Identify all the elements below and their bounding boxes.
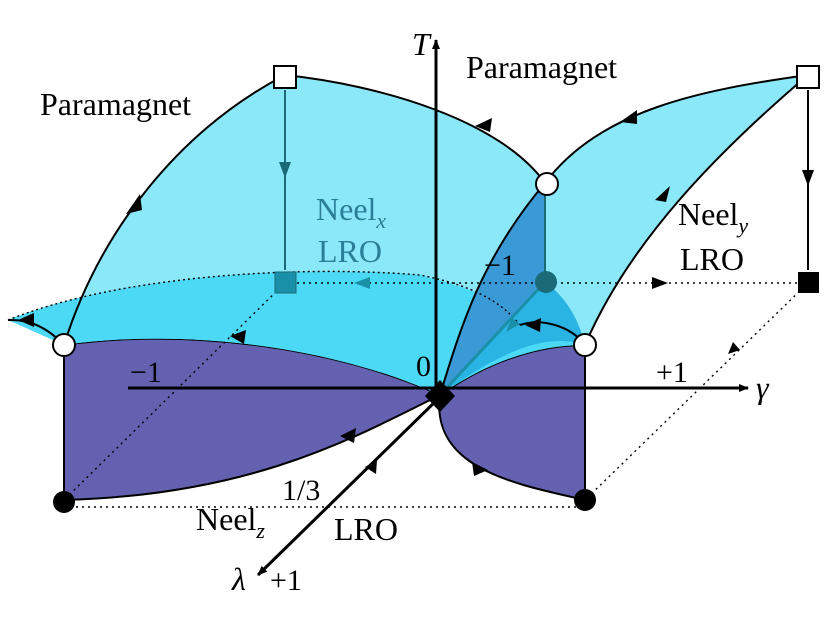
neel-y-base: Neel <box>678 196 739 232</box>
arrow-left-curl <box>18 313 34 327</box>
neel-x-sub: x <box>375 208 386 233</box>
neel-x-label: Neelx <box>316 191 386 233</box>
paramagnet-left-label: Paramagnet <box>40 86 191 122</box>
fixed-point-circle-open-left <box>52 333 76 357</box>
neel-y-sub: y <box>736 213 748 238</box>
fixed-point-circle-black-left <box>53 491 75 513</box>
neel-z-base: Neel <box>196 501 257 537</box>
arrow-base-right-lower <box>472 462 488 476</box>
fixed-point-circle-teal <box>535 271 557 293</box>
lambda-plus-one-label: +1 <box>270 564 302 597</box>
guide-dotted-diag-left <box>63 282 286 501</box>
origin-label: 0 <box>416 350 431 383</box>
fixed-point-circle-open-right <box>573 333 597 357</box>
neel-x-surface-lower <box>8 271 585 395</box>
t-axis-label: T <box>412 26 432 62</box>
arrow-right-curl <box>525 318 541 332</box>
arrow-right-top-curve <box>620 110 637 124</box>
neel-x-lro-label: LRO <box>318 233 382 269</box>
fixed-point-circle-open-top <box>535 172 559 196</box>
gamma-axis-label: γ <box>756 369 770 405</box>
neel-x-base: Neel <box>316 191 377 227</box>
fixed-point-square-open-right <box>796 65 820 89</box>
arrow-base-left-upper <box>230 330 246 344</box>
gamma-plus-one-label: +1 <box>656 356 688 389</box>
neel-y-label: Neely <box>678 196 748 238</box>
surface-minus-one-label: −1 <box>484 249 516 282</box>
arrow-left-curve <box>126 194 142 214</box>
arrow-dotted-diag-right <box>728 342 740 354</box>
guide-dotted-arc <box>7 270 521 326</box>
neel-y-inner-wedge <box>440 282 585 395</box>
lambda-third-label: 1/3 <box>282 474 320 507</box>
flow-left-vertical-arrow <box>279 162 291 178</box>
boundary-left-top <box>63 74 286 346</box>
neel-z-sub: z <box>255 518 265 543</box>
flow-teal-arrow <box>506 318 520 332</box>
gamma-minus-one-label: −1 <box>130 356 162 389</box>
lambda-axis-label: λ <box>231 561 246 597</box>
neel-z-label: Neelz <box>196 501 265 543</box>
guide-dotted-diag-right <box>584 282 809 501</box>
flow-teal-to-origin <box>438 280 547 397</box>
arrow-top-arc <box>475 118 492 132</box>
origin-fixed-point <box>425 380 455 412</box>
arrow-base-left-lower <box>340 428 356 443</box>
fixed-point-square-black <box>798 272 819 293</box>
paramagnet-top-label: Paramagnet <box>466 49 617 85</box>
arrow-horizontal-right <box>652 277 668 289</box>
lambda-axis-line <box>256 395 442 577</box>
boundary-top-arc <box>284 74 546 184</box>
neel-z-lro-label: LRO <box>334 511 398 547</box>
neel-y-lro-label: LRO <box>680 241 744 277</box>
neel-y-dark-wedge <box>440 183 545 395</box>
fixed-point-square-open-left <box>273 65 297 89</box>
fixed-point-square-teal <box>274 271 297 294</box>
arrow-right-inner-curve <box>655 186 670 202</box>
boundary-right-top <box>544 74 809 184</box>
boundary-center-left <box>439 182 546 396</box>
fixed-point-circle-black-right <box>574 489 596 511</box>
flow-right-vertical-arrow <box>802 170 814 186</box>
flow-teal-horizontal-arrow <box>354 277 370 289</box>
boundary-right-inner <box>584 74 809 346</box>
